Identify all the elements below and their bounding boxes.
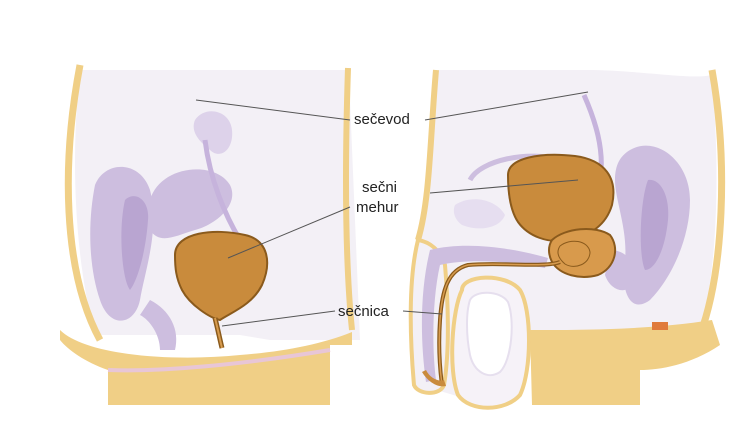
label-bladder-line2: mehur <box>356 199 399 216</box>
female-figure <box>60 65 360 405</box>
male-pelvic-base <box>530 320 720 405</box>
label-bladder-line1: sečni <box>362 179 397 196</box>
male-anus <box>652 322 668 330</box>
label-ureter: sečevod <box>354 111 410 128</box>
male-prostate <box>549 229 615 277</box>
male-bladder <box>508 155 613 241</box>
male-testis <box>467 293 512 375</box>
male-figure <box>411 70 722 408</box>
label-urethra: sečnica <box>338 303 390 320</box>
